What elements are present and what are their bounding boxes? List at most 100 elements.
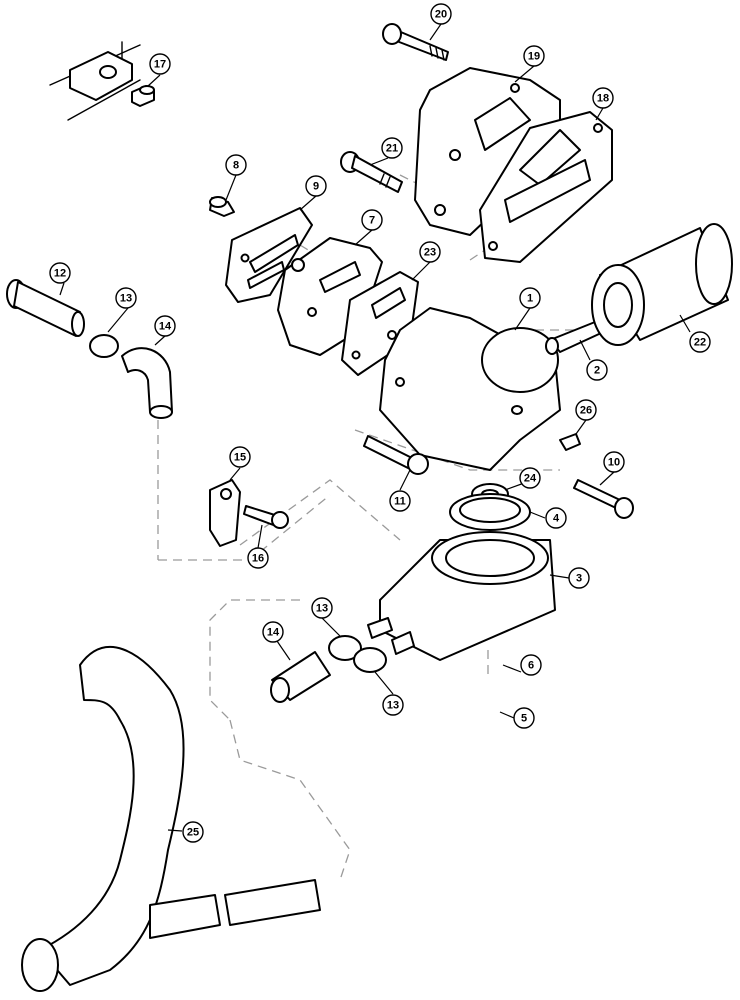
callout-16: 16 (247, 547, 269, 569)
callout-number: 16 (252, 553, 264, 565)
callout-number: 3 (576, 573, 582, 585)
callout-number: 10 (608, 457, 620, 469)
callout-9: 9 (305, 175, 327, 197)
gasket-9 (225, 207, 313, 303)
plug-26 (559, 433, 581, 451)
callout-6: 6 (520, 654, 542, 676)
bolt-16 (243, 505, 289, 529)
callout-number: 17 (154, 59, 166, 71)
callout-number: 4 (553, 513, 560, 525)
callout-21: 21 (381, 137, 403, 159)
callout-circle (182, 821, 204, 843)
callout-number: 26 (580, 405, 592, 417)
cooler-base (367, 531, 556, 661)
callout-26: 26 (575, 399, 597, 421)
callout-number: 14 (267, 627, 280, 639)
callout-13: 13 (115, 287, 137, 309)
bolt-top (382, 23, 449, 61)
callout-number: 8 (233, 160, 239, 172)
seal-rings (449, 483, 531, 531)
coolant-pipe (21, 646, 321, 992)
callout-circle (305, 175, 327, 197)
elbow-housing (379, 307, 561, 471)
callout-number: 23 (424, 247, 436, 259)
callout-circle (523, 45, 545, 67)
callout-number: 2 (594, 365, 600, 377)
callout-number: 20 (435, 9, 447, 21)
leader-lines (59, 23, 691, 832)
callout-13: 13 (382, 694, 404, 716)
callout-number: 14 (159, 321, 172, 333)
callout-number: 21 (386, 143, 398, 155)
callout-number: 15 (234, 452, 246, 464)
clamp-lower-right (353, 647, 387, 673)
callout-17: 17 (149, 53, 171, 75)
callout-circle (247, 547, 269, 569)
callout-circle (361, 209, 383, 231)
callout-number: 13 (120, 293, 132, 305)
gasket-23 (341, 271, 419, 376)
callout-25: 25 (182, 821, 204, 843)
bolt-10 (573, 479, 634, 519)
callout-number: 13 (387, 700, 399, 712)
callout-8: 8 (225, 154, 247, 176)
callout-circle (689, 331, 711, 353)
callout-number: 22 (694, 337, 706, 349)
clamp-lower-left (328, 635, 362, 661)
callout-3: 3 (568, 567, 590, 589)
callout-5: 5 (513, 707, 535, 729)
callout-circle (49, 262, 71, 284)
gasket-upper (479, 111, 613, 263)
callout-circle (154, 315, 176, 337)
callout-number: 12 (54, 268, 66, 280)
callout-13: 13 (311, 597, 333, 619)
callout-number: 24 (524, 473, 537, 485)
callout-1: 1 (519, 287, 541, 309)
callout-circle (519, 287, 541, 309)
callout-number: 6 (528, 660, 534, 672)
callout-circle (568, 567, 590, 589)
callout-number: 1 (527, 293, 533, 305)
callout-18: 18 (592, 87, 614, 109)
bolt-21 (340, 151, 403, 193)
callout-circle (513, 707, 535, 729)
clip-15 (209, 479, 241, 547)
callout-number: 11 (394, 496, 406, 508)
callout-number: 7 (369, 215, 375, 227)
oil-filter (591, 223, 733, 346)
callout-number: 18 (597, 93, 609, 105)
hose-elbow (121, 347, 173, 419)
plug-block (49, 41, 155, 121)
callout-14: 14 (154, 315, 176, 337)
callout-circle (419, 241, 441, 263)
callout-circle (225, 154, 247, 176)
callout-10: 10 (603, 451, 625, 473)
callout-14: 14 (262, 621, 284, 643)
callout-22: 22 (689, 331, 711, 353)
callout-circle (115, 287, 137, 309)
callout-20: 20 (430, 3, 452, 25)
callout-circle (262, 621, 284, 643)
callout-23: 23 (419, 241, 441, 263)
adaptor-12 (6, 279, 85, 337)
callout-12: 12 (49, 262, 71, 284)
callout-circle (586, 359, 608, 381)
part-callouts: 1234567891011121313131414151617181920212… (49, 3, 711, 843)
callout-circle (149, 53, 171, 75)
callout-circle (575, 399, 597, 421)
callout-circle (545, 507, 567, 529)
callout-circle (311, 597, 333, 619)
callout-circle (381, 137, 403, 159)
plug-8 (209, 196, 235, 217)
callout-circle (519, 467, 541, 489)
callout-7: 7 (361, 209, 383, 231)
callout-circle (592, 87, 614, 109)
callout-15: 15 (229, 446, 251, 468)
callout-number: 13 (316, 603, 328, 615)
hose-straight (270, 651, 331, 703)
callout-circle (603, 451, 625, 473)
clamp-upper (89, 334, 119, 358)
callout-circle (229, 446, 251, 468)
callout-number: 5 (521, 713, 527, 725)
